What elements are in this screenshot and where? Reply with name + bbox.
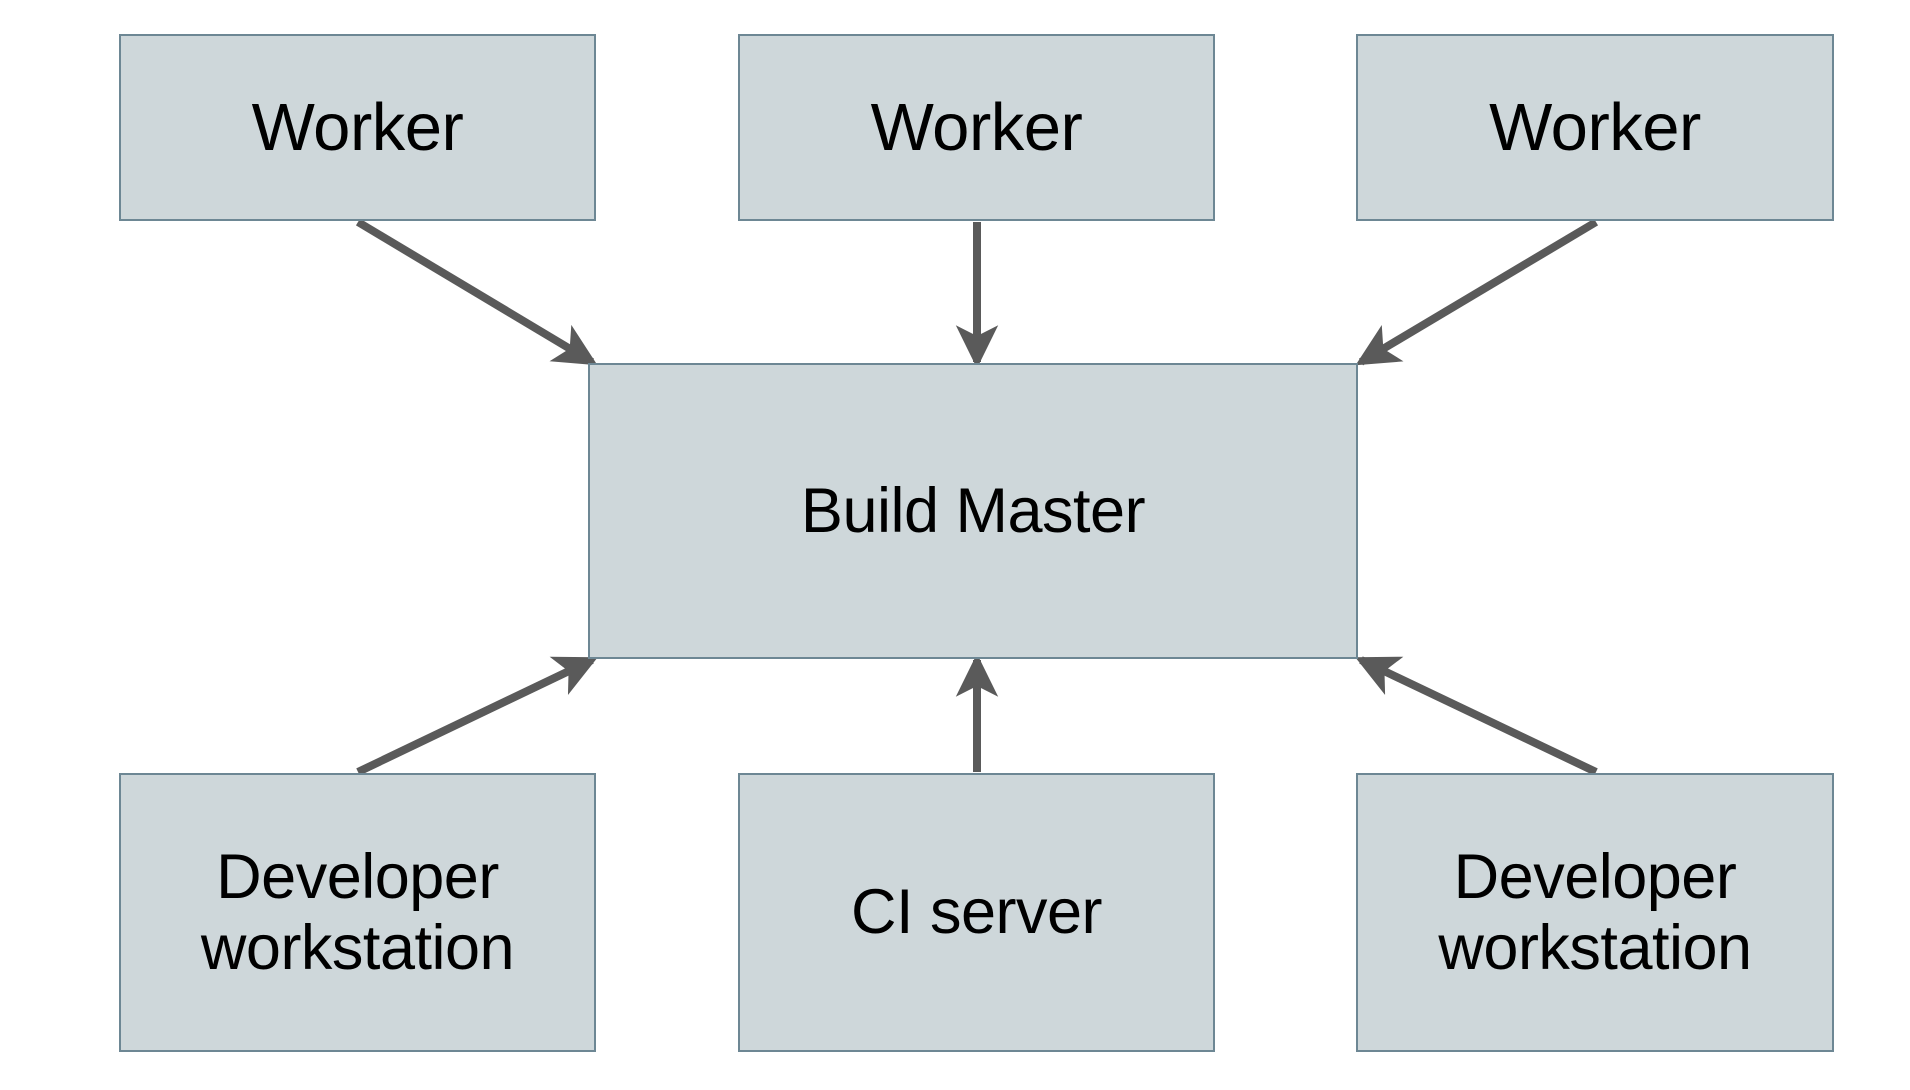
node-label: Build Master xyxy=(800,475,1146,546)
node-label: Worker xyxy=(870,89,1083,165)
node-label: Developer workstation xyxy=(200,841,515,983)
node-label: Worker xyxy=(251,89,464,165)
node-developer-workstation-left[interactable]: Developer workstation xyxy=(119,773,596,1052)
edge-worker-right-to-master xyxy=(1355,218,1599,366)
node-label: Worker xyxy=(1489,89,1701,165)
node-worker-middle[interactable]: Worker xyxy=(738,34,1215,221)
node-label: CI server xyxy=(850,877,1103,948)
node-developer-workstation-right[interactable]: Developer workstation xyxy=(1356,773,1834,1052)
node-build-master[interactable]: Build Master xyxy=(588,363,1358,659)
node-worker-left[interactable]: Worker xyxy=(119,34,596,221)
node-label: Developer workstation xyxy=(1438,841,1752,983)
edge-dev-left-to-master xyxy=(356,656,598,776)
node-worker-right[interactable]: Worker xyxy=(1356,34,1834,221)
edge-worker-left-to-master xyxy=(355,218,598,366)
edge-dev-right-to-master xyxy=(1355,656,1598,776)
node-ci-server[interactable]: CI server xyxy=(738,773,1215,1052)
